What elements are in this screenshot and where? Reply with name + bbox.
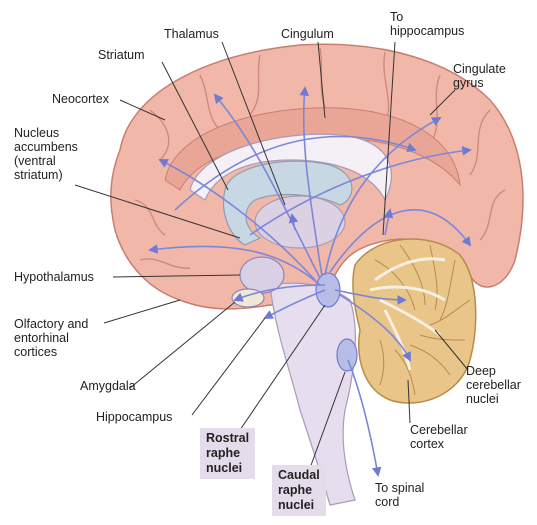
label-cingulum: Cingulum — [281, 27, 334, 41]
label-cerebellar-cortex: Cerebellar cortex — [410, 423, 468, 451]
label-amygdala: Amygdala — [80, 379, 136, 393]
label-rostral-raphe: Rostral raphe nuclei — [200, 428, 255, 479]
label-striatum: Striatum — [98, 48, 145, 62]
label-cingulate-gyrus: Cingulate gyrus — [453, 62, 506, 90]
label-to-hippocampus: To hippocampus — [390, 10, 464, 38]
label-thalamus: Thalamus — [164, 27, 219, 41]
cerebellum — [353, 239, 476, 403]
label-hippocampus: Hippocampus — [96, 410, 172, 424]
caudal-raphe-oval — [337, 339, 357, 371]
label-to-spinal-cord: To spinal cord — [375, 481, 424, 509]
hypothalamus-shape — [240, 257, 284, 293]
label-deep-cerebellar-nuclei: Deep cerebellar nuclei — [466, 364, 521, 406]
label-nucleus-accumbens: Nucleus accumbens (ventral striatum) — [14, 126, 78, 182]
label-olfactory-cortices: Olfactory and entorhinal cortices — [14, 317, 88, 359]
label-neocortex: Neocortex — [52, 92, 109, 106]
label-hypothalamus: Hypothalamus — [14, 270, 94, 284]
label-caudal-raphe: Caudal raphe nuclei — [272, 465, 326, 516]
